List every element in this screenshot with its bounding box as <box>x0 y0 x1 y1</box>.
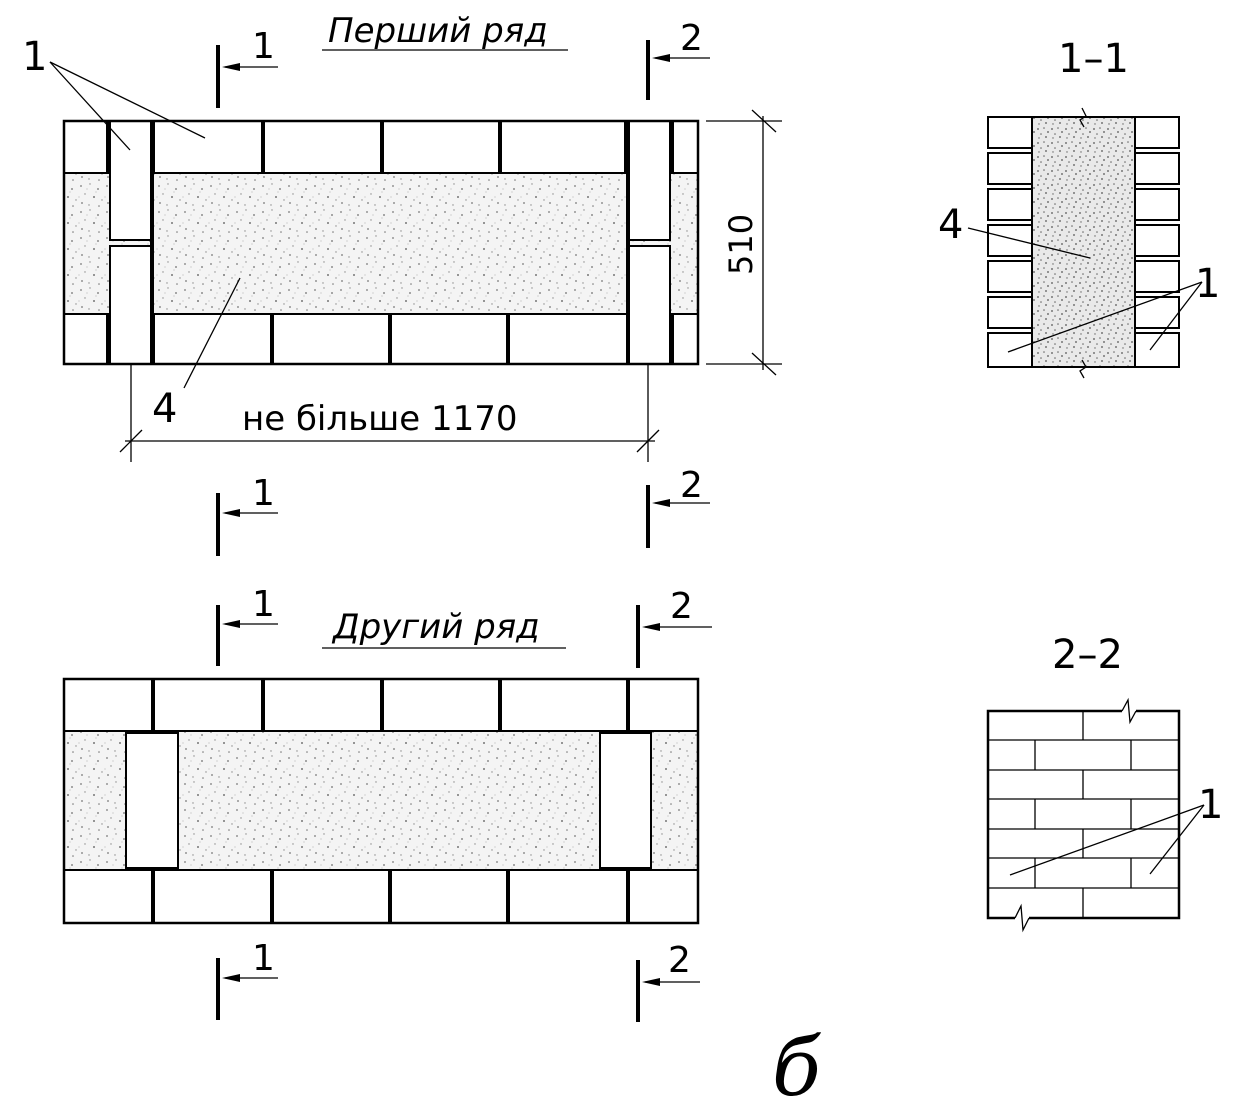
section-1-left-bricks <box>987 116 1033 368</box>
section-1-1 <box>987 107 1180 379</box>
section-1-callout-fill: 4 <box>938 202 1091 259</box>
section-1-fill <box>1031 116 1136 368</box>
cut-mark-1-top-b: 1 <box>216 584 278 666</box>
cut-mark-2-bottom-b: 2 <box>636 940 700 1022</box>
svg-text:1: 1 <box>1195 261 1220 307</box>
svg-text:4: 4 <box>938 202 963 248</box>
section-1-callout-brick: 1 <box>1007 261 1220 353</box>
svg-text:4: 4 <box>152 386 177 432</box>
section-2-courses <box>988 739 1179 889</box>
dimension-height: 510 <box>706 109 782 376</box>
first-row-plan <box>62 119 700 366</box>
first-row-left-bonder-top <box>109 120 153 241</box>
callout-fill-first-row: 4 <box>152 277 241 432</box>
second-row-right-insert-brick <box>599 732 652 869</box>
cut-mark-2-top-a: 2 <box>646 18 710 100</box>
callout-brick-first-row: 1 <box>22 34 206 151</box>
cut-mark-1-top-a: 1 <box>216 26 278 108</box>
second-row-top-joints <box>151 679 630 731</box>
second-row-left-insert-brick <box>125 732 179 869</box>
svg-text:1: 1 <box>252 584 275 625</box>
section-1-right-bricks <box>1134 116 1180 368</box>
first-row-right-bonder-bottom <box>627 245 671 365</box>
first-row-title: Перший ряд <box>328 11 548 51</box>
dimension-span: не більше 1170 <box>119 364 660 462</box>
svg-text:1: 1 <box>22 34 47 80</box>
section-1-title: 1–1 <box>1058 36 1129 82</box>
section-2-head-joints <box>1034 711 1132 918</box>
svg-text:1: 1 <box>252 473 275 514</box>
svg-text:2: 2 <box>680 465 703 506</box>
first-row-left-bonder-bottom <box>109 245 153 365</box>
svg-text:2: 2 <box>668 940 691 981</box>
section-2-2 <box>986 697 1181 933</box>
svg-text:не більше 1170: не більше 1170 <box>242 399 518 439</box>
svg-text:1: 1 <box>252 26 275 67</box>
cut-mark-2-top-b: 2 <box>636 586 712 668</box>
svg-text:2: 2 <box>680 18 703 59</box>
cut-mark-2-bottom-a: 2 <box>646 465 710 548</box>
second-row-plan <box>62 677 700 925</box>
second-row-bottom-joints <box>151 870 630 923</box>
section-2-callout-brick: 1 <box>1009 782 1223 876</box>
section-2-title: 2–2 <box>1052 632 1123 678</box>
first-row-right-bonder-top <box>627 120 671 241</box>
first-row-bottom-course <box>63 313 699 365</box>
cut-mark-1-bottom-a: 1 <box>216 473 278 556</box>
svg-text:2: 2 <box>670 586 693 627</box>
second-row-title: Другий ряд <box>331 607 540 647</box>
svg-text:1: 1 <box>252 938 275 979</box>
first-row-fill <box>64 173 698 314</box>
svg-text:510: 510 <box>722 214 760 275</box>
cut-mark-1-bottom-b: 1 <box>216 938 278 1020</box>
figure-letter: б <box>772 1021 822 1114</box>
second-row-bottom-course <box>63 869 699 924</box>
svg-text:1: 1 <box>1198 782 1223 828</box>
